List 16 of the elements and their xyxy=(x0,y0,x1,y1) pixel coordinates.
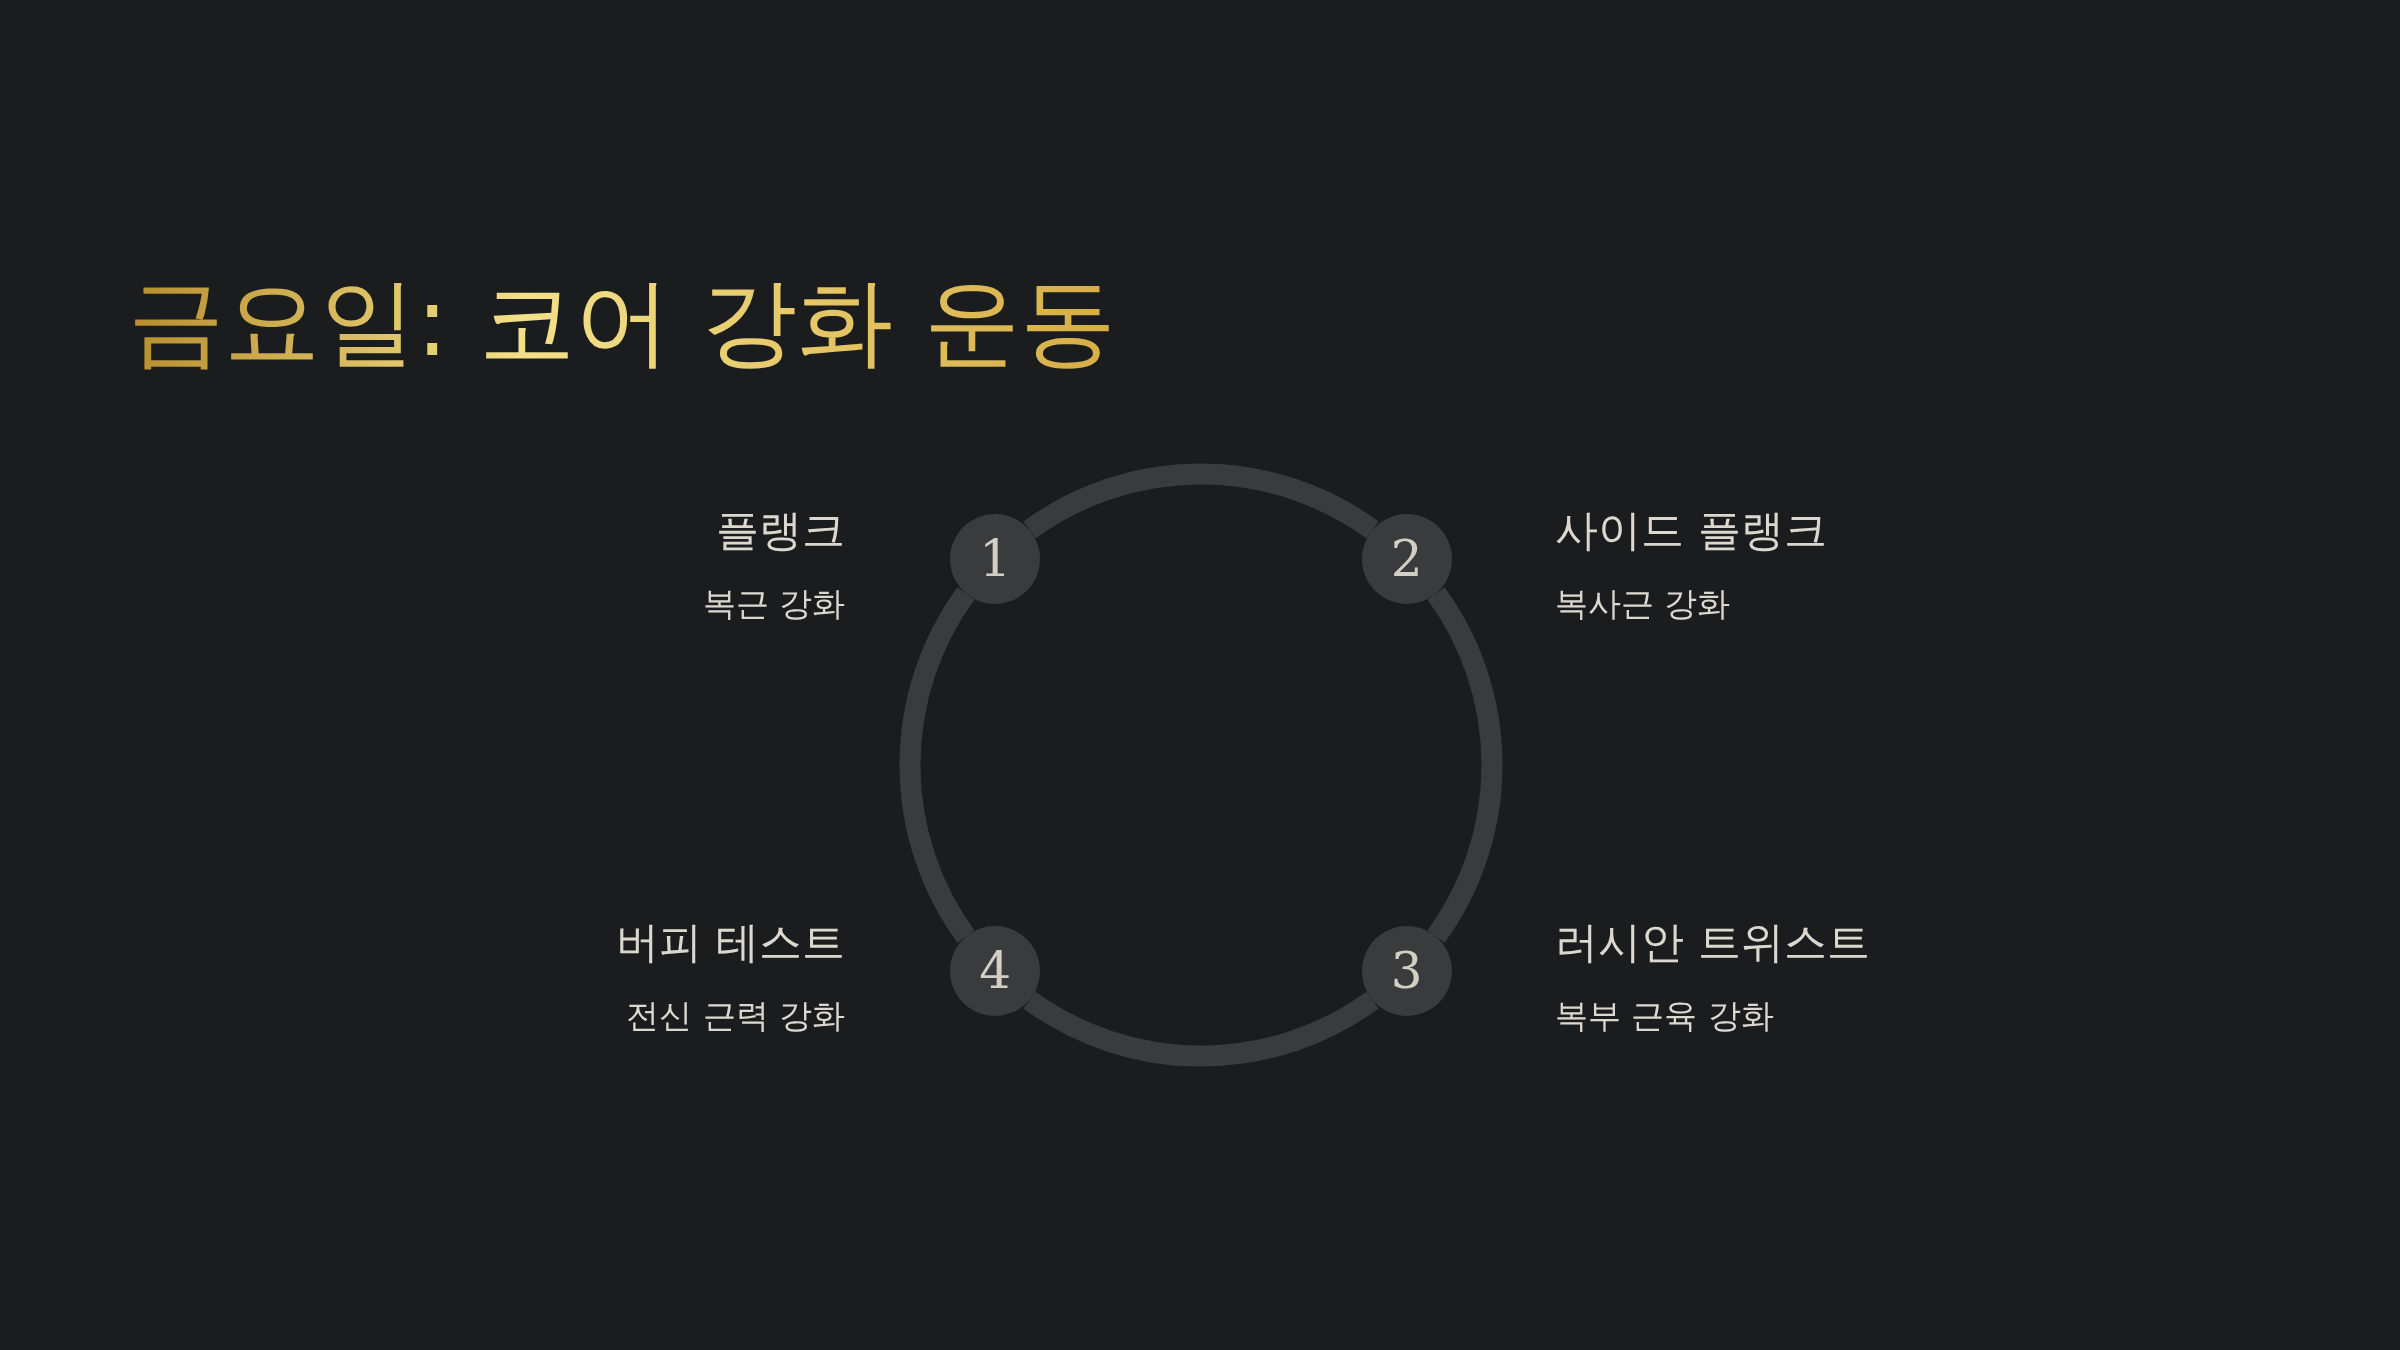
exercise-description: 복근 강화 xyxy=(702,583,845,626)
exercise-name: 버피 테스트 xyxy=(616,915,845,969)
ring-arc xyxy=(1023,991,1379,1067)
exercise-name: 플랭크 xyxy=(716,504,845,558)
step-number: 3 xyxy=(1389,940,1424,1002)
ring-arc xyxy=(899,587,975,943)
step-number: 1 xyxy=(978,529,1013,591)
exercise-description: 전신 근력 강화 xyxy=(626,994,845,1037)
exercise-description: 복부 근육 강화 xyxy=(1555,994,1774,1037)
exercise-name: 사이드 플랭크 xyxy=(1555,504,1827,558)
step-number: 2 xyxy=(1389,529,1424,591)
exercise-name: 러시안 트위스트 xyxy=(1555,915,1870,969)
exercise-description: 복사근 강화 xyxy=(1555,583,1731,626)
ring-arc xyxy=(1023,463,1379,539)
step-number: 4 xyxy=(978,940,1013,1002)
ring-arc xyxy=(1427,587,1503,943)
